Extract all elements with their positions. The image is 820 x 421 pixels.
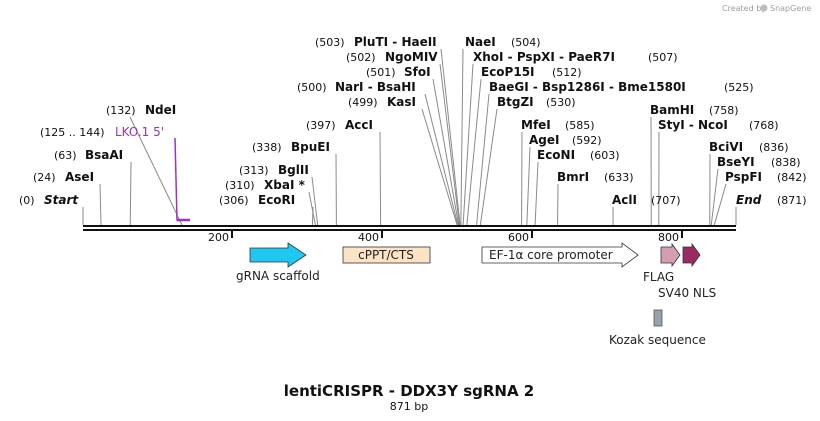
- site-acli[interactable]: AclI (707): [612, 193, 681, 207]
- site-naei[interactable]: NaeI (504): [465, 35, 541, 49]
- features: gRNA scaffold cPPT/CTS EF-1α core promot…: [236, 242, 716, 347]
- site-xhoi-pspxi-paer7i[interactable]: XhoI - PspXI - PaeR7I (507): [473, 50, 678, 64]
- grna-scaffold-arrow: [249, 242, 307, 268]
- site-leader-line: [462, 63, 474, 226]
- snapgene-watermark: Created by SnapGene: [722, 4, 811, 13]
- site-nari-bsahi[interactable]: (500) NarI - BsaHI: [297, 80, 416, 94]
- site-start[interactable]: (0) Start: [19, 193, 79, 207]
- site-leader-line: [421, 108, 458, 226]
- site-leader-line: [710, 168, 719, 226]
- site-leader-line: [424, 93, 459, 226]
- site-pspfi[interactable]: PspFI (842): [725, 170, 807, 184]
- site-bglii[interactable]: (313) BglII: [239, 163, 309, 177]
- feature-ef1a-core-promoter[interactable]: EF-1α core promoter: [481, 242, 639, 268]
- tick-label-800: 800: [658, 231, 679, 244]
- site-acci[interactable]: (397) AccI: [306, 118, 373, 132]
- site-bpuei[interactable]: (338) BpuEI: [252, 140, 330, 154]
- site-leader-line: [534, 161, 539, 226]
- site-bcivi[interactable]: BciVI (836): [709, 140, 789, 154]
- flag-label: FLAG: [643, 270, 674, 284]
- cppt-cts-label: cPPT/CTS: [358, 248, 414, 262]
- ef1a-promoter-label: EF-1α core promoter: [489, 248, 613, 262]
- site-leader-line: [526, 146, 531, 226]
- site-ngomiv[interactable]: (502) NgoMIV: [346, 50, 438, 64]
- site-pluti-haeii[interactable]: (503) PluTI - HaeII: [315, 35, 437, 49]
- site-leader-line: [479, 108, 498, 226]
- site-end[interactable]: End (871): [736, 193, 807, 207]
- site-leader-line: [713, 183, 727, 226]
- sv40-nls-label: SV40 NLS: [658, 286, 716, 300]
- site-agei[interactable]: AgeI (592): [529, 133, 602, 147]
- site-ndei[interactable]: (132) NdeI: [106, 103, 176, 117]
- site-bamhi[interactable]: BamHI (758): [650, 103, 739, 117]
- site-xbai[interactable]: (310) XbaI *: [225, 178, 306, 192]
- site-styi-ncoi[interactable]: StyI - NcoI (768): [658, 118, 779, 132]
- primer-label: (125 .. 144) LKO.1 5': [40, 125, 164, 139]
- site-leader-line: [311, 176, 319, 226]
- watermark-brand: SnapGene: [770, 4, 811, 13]
- tick-label-600: 600: [508, 231, 529, 244]
- site-leader-line: [129, 116, 183, 226]
- feature-grna-scaffold[interactable]: gRNA scaffold: [236, 242, 320, 283]
- site-leader-line: [379, 131, 382, 226]
- sv40-nls-arrow: [682, 242, 701, 268]
- cppt-cts-box: [342, 246, 431, 264]
- sequence-backbone: [83, 225, 736, 231]
- site-bsaai[interactable]: (63) BsaAI: [54, 148, 123, 162]
- site-connector-lines: [82, 48, 737, 226]
- grna-scaffold-label: gRNA scaffold: [236, 269, 320, 283]
- ef1a-promoter-arrow: [481, 242, 639, 268]
- flag-arrow: [660, 242, 681, 268]
- tick-label-200: 200: [208, 231, 229, 244]
- tick-label-400: 400: [358, 231, 379, 244]
- site-asei[interactable]: (24) AseI: [33, 170, 94, 184]
- site-leader-line: [476, 93, 490, 226]
- kozak-label: Kozak sequence: [609, 333, 706, 347]
- site-btgzi[interactable]: BtgZI (530): [497, 95, 576, 109]
- map-subtitle: 871 bp: [390, 400, 428, 413]
- site-econi[interactable]: EcoNI (603): [537, 148, 620, 162]
- site-kasi[interactable]: (499) KasI: [348, 95, 416, 109]
- kozak-box: [653, 309, 663, 327]
- site-leader-line: [440, 48, 461, 226]
- feature-flag[interactable]: FLAG: [643, 242, 681, 284]
- feature-cppt-cts[interactable]: cPPT/CTS: [342, 246, 431, 264]
- site-leader-line: [439, 63, 460, 226]
- primer-leader-line: [174, 137, 190, 221]
- site-bseyi[interactable]: BseYI (838): [717, 155, 801, 169]
- feature-kozak-sequence[interactable]: Kozak sequence: [609, 309, 706, 347]
- site-leader-line: [466, 78, 482, 226]
- site-mfei[interactable]: MfeI (585): [521, 118, 595, 132]
- site-ecori[interactable]: (306) EcoRI: [219, 193, 295, 207]
- map-title: lentiCRISPR - DDX3Y sgRNA 2: [284, 382, 535, 400]
- site-leader-line: [99, 183, 102, 226]
- site-ecop15i[interactable]: EcoP15I (512): [481, 65, 582, 79]
- site-sfoi[interactable]: (501) SfoI: [366, 65, 431, 79]
- site-leader-line: [460, 48, 464, 226]
- feature-sv40-nls[interactable]: SV40 NLS: [658, 242, 716, 300]
- site-leader-line: [129, 161, 132, 226]
- snapgene-logo-icon: [760, 4, 768, 12]
- watermark-prefix: Created by: [722, 4, 766, 13]
- site-leader-line: [308, 191, 316, 226]
- site-bmri[interactable]: BmrI (633): [557, 170, 634, 184]
- scale-ticks: 200 400 600 800: [208, 229, 683, 244]
- primer-lko1[interactable]: (125 .. 144) LKO.1 5': [40, 125, 190, 222]
- site-baegi-bsp1286i-bme1580i[interactable]: BaeGI - Bsp1286I - Bme1580I (525): [489, 80, 754, 94]
- restriction-sites: (0) Start (24) AseI (63) BsaAI (132) Nde…: [19, 35, 807, 207]
- site-leader-line: [432, 78, 460, 226]
